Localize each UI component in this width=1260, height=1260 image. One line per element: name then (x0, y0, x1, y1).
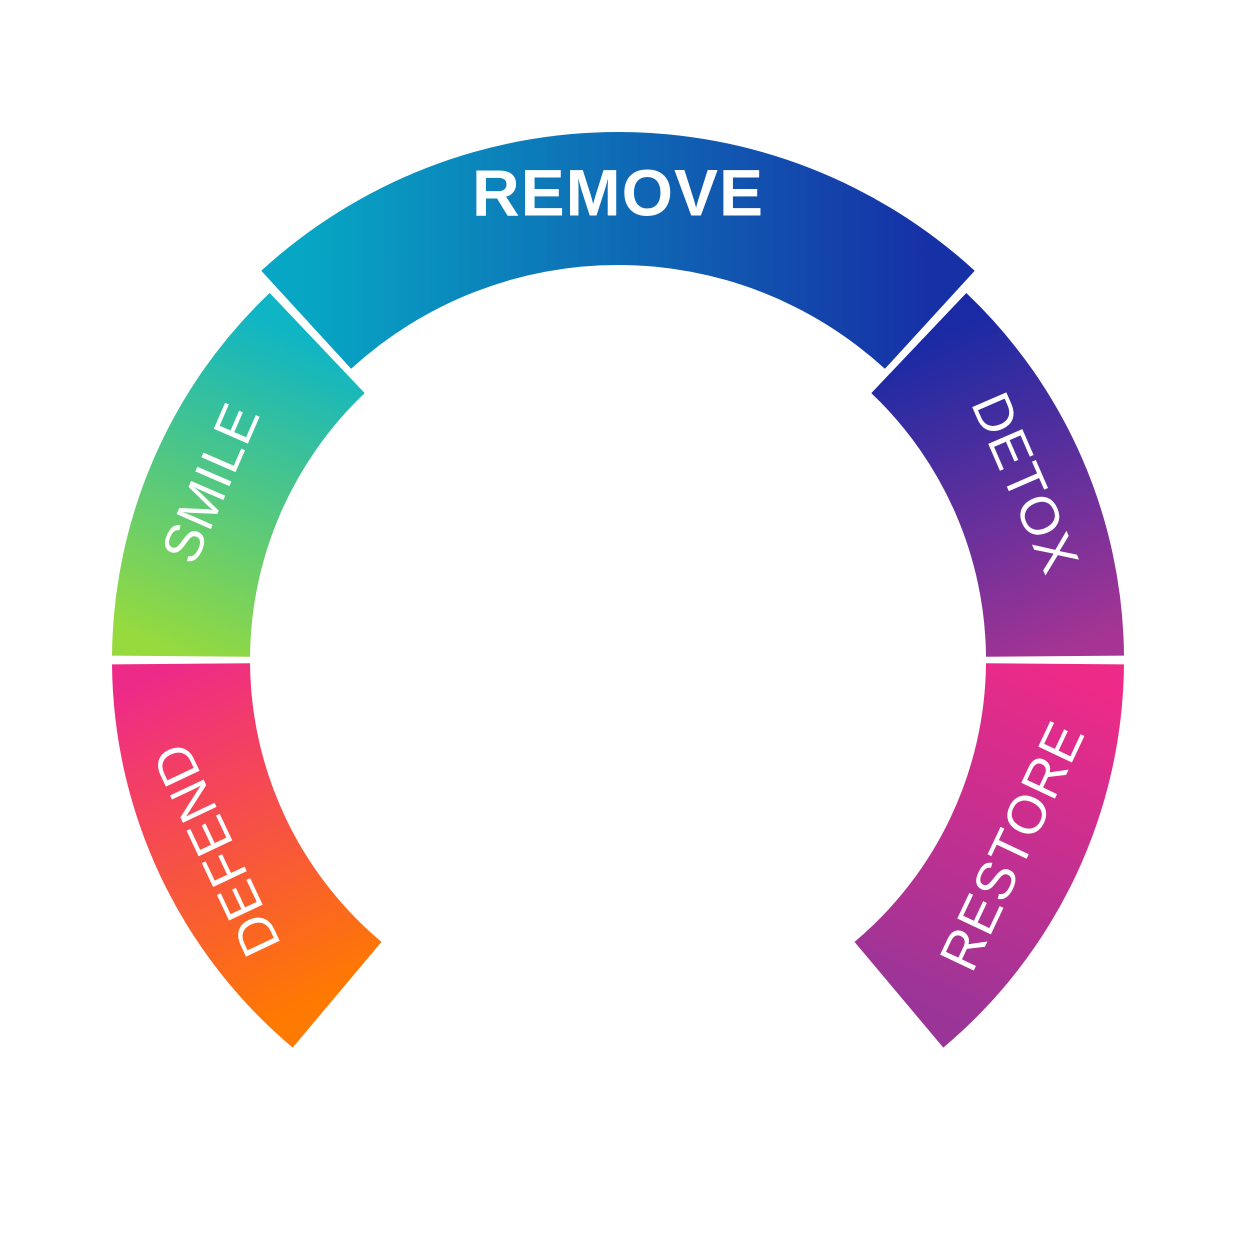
segment-remove-label: REMOVE (472, 155, 764, 229)
segment-smile-shape (112, 293, 365, 657)
segment-defend: DEFEND (112, 663, 382, 1048)
segment-detox-shape (871, 293, 1124, 657)
segment-remove: REMOVE (261, 131, 975, 369)
segment-restore: RESTORE (854, 663, 1124, 1048)
segment-smile: SMILE (112, 293, 365, 657)
segment-defend-shape (112, 663, 382, 1048)
segment-detox: DETOX (871, 293, 1124, 657)
segment-remove-shape (261, 131, 975, 369)
segment-restore-shape (854, 663, 1124, 1048)
